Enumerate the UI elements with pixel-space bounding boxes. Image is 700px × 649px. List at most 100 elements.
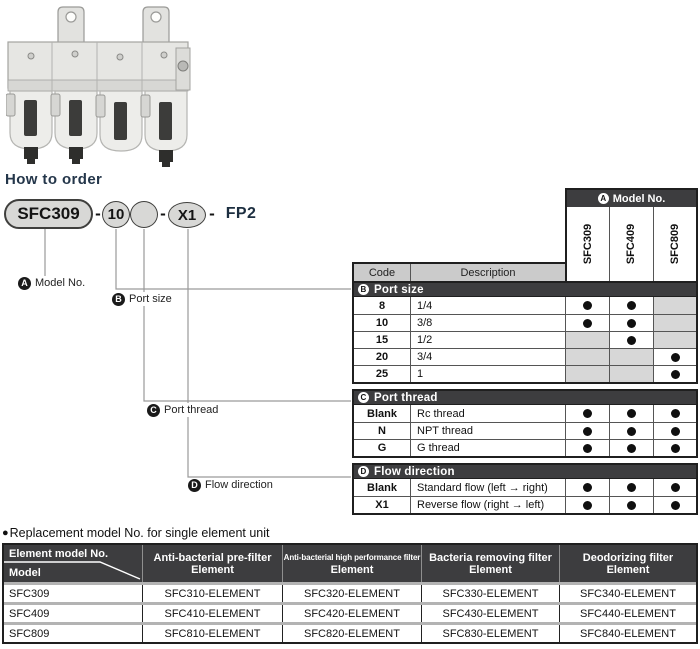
availability-dot-icon [583, 318, 592, 328]
description-cell: 1 [410, 365, 565, 382]
code-description-header: Code Description [352, 262, 565, 281]
description-cell: 3/4 [410, 348, 565, 365]
callout-port-thread: C Port thread [145, 403, 221, 417]
model-column-label: SFC809 [668, 223, 681, 265]
code-cell: 8 [378, 299, 386, 312]
replacement-header-row: Element model No. Model Anti-bacterial pre… [4, 545, 696, 582]
model-cell: SFC809 [9, 627, 50, 640]
callout-letter-badge: D [188, 478, 201, 492]
code-cell: 25 [354, 365, 410, 382]
element-value-cell: SFC420-ELEMENT [282, 605, 421, 622]
column-header-line1: Deodorizing filter [582, 551, 674, 564]
description-cell: G thread [410, 439, 565, 456]
available-cell-sfc409 [609, 314, 653, 331]
available-cell-sfc809 [653, 422, 696, 439]
callout-label: Port thread [164, 404, 219, 416]
column-header-line2: Element [469, 563, 512, 576]
column-header-line2: Element [606, 563, 650, 576]
order-code-circle-3 [130, 201, 158, 228]
section-letter-badge: D [358, 466, 369, 477]
corner-header-cell: Element model No. Model [4, 545, 142, 582]
callout-letter-badge: B [112, 292, 125, 306]
model-cell: SFC409 [9, 607, 50, 620]
order-code-plain-7: FP2 [225, 205, 257, 222]
order-code-pill-0: SFC309 [4, 199, 93, 229]
available-cell-sfc809 [653, 479, 696, 496]
model-no-letter-badge: A [597, 193, 609, 204]
page-title: How to order [5, 171, 103, 188]
section-letter-badge: B [358, 284, 369, 295]
available-cell-sfc409 [609, 496, 653, 513]
element-value-cell: SFC410-ELEMENT [142, 605, 282, 622]
available-cell-sfc309 [565, 405, 609, 422]
model-no-block: A Model No. SFC309 SFC409 SFC809 [565, 188, 698, 281]
replacement-table: Element model No. Model Anti-bacterial pre… [2, 543, 698, 644]
availability-dot-icon [583, 426, 592, 436]
section-title: Port size [374, 283, 424, 296]
order-code-circle-2: 10 [102, 201, 130, 228]
element-value-cell: SFC440-ELEMENT [559, 605, 696, 622]
available-cell-sfc309 [565, 496, 609, 513]
model-no-header: A Model No. [567, 190, 696, 207]
description-cell: Reverse flow (right → left) [410, 496, 565, 513]
description-cell: Standard flow (left → right) [410, 479, 565, 496]
available-cell-sfc409 [609, 331, 653, 348]
not-available-cell-sfc309 [565, 348, 609, 365]
code-cell: Blank [367, 481, 397, 494]
available-cell-sfc409 [609, 297, 653, 314]
availability-dot-icon [627, 426, 636, 436]
not-available-cell-sfc309 [565, 331, 609, 348]
code-cell: 10 [354, 314, 410, 331]
callout-label: Port size [129, 293, 172, 305]
available-cell-sfc809 [653, 405, 696, 422]
order-code-dash-4: - [160, 204, 166, 223]
available-cell-sfc409 [609, 405, 653, 422]
code-cell: X1 [354, 496, 410, 513]
not-available-cell-sfc809 [653, 314, 696, 331]
element-value-cell: SFC830-ELEMENT [421, 625, 559, 642]
description-column-header: Description [460, 266, 516, 279]
availability-dot-icon [583, 500, 592, 510]
bullet-icon: ● [2, 527, 9, 539]
model-column-sfc809: SFC809 [652, 207, 696, 281]
section-header: B Port size [352, 281, 698, 297]
not-available-cell-sfc409 [609, 348, 653, 365]
available-cell-sfc409 [609, 479, 653, 496]
description-cell: NPT thread [410, 422, 565, 439]
model-column-label: SFC409 [625, 223, 638, 265]
availability-dot-icon [583, 301, 592, 310]
description-cell: 3/8 [410, 314, 565, 331]
availability-dot-icon [583, 443, 592, 453]
code-column-header: Code [354, 264, 411, 281]
availability-dot-icon [627, 335, 636, 345]
not-available-cell-sfc309 [565, 365, 609, 382]
product-photo [6, 6, 191, 167]
column-header-line1: Anti-bacterial high performance filter [283, 552, 421, 562]
corner-bottom-label: Model [9, 567, 41, 579]
availability-dot-icon [670, 369, 680, 379]
element-value-cell: SFC320-ELEMENT [282, 585, 421, 602]
order-code-dash-1: - [95, 204, 101, 223]
availability-dot-icon [583, 409, 592, 418]
callout-letter-badge: C [147, 403, 160, 417]
corner-top-label: Element model No. [9, 548, 109, 560]
availability-dot-icon [627, 318, 636, 328]
replacement-table-title: ● Replacement model No. for single eleme… [2, 526, 270, 540]
element-value-cell: SFC840-ELEMENT [559, 625, 696, 642]
replacement-title-text: Replacement model No. for single element… [9, 526, 270, 540]
availability-dot-icon [627, 301, 636, 310]
model-column-sfc309: SFC309 [567, 207, 609, 281]
